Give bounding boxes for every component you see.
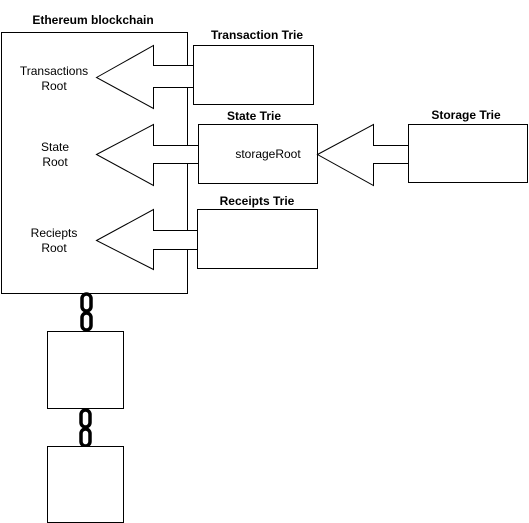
state-root-label-2: Root	[42, 155, 68, 169]
earlier-block	[47, 446, 124, 523]
transaction-trie-box	[193, 45, 314, 105]
receipts-trie-box	[197, 209, 318, 269]
transaction-trie-title: Transaction Trie	[211, 28, 303, 42]
receipts-root-label-2: Root	[41, 241, 67, 255]
transactions-root-label: Transactions	[20, 64, 88, 78]
storage-root-field: storageRoot	[235, 147, 301, 161]
state-trie-title: State Trie	[227, 109, 281, 123]
blockchain-title: Ethereum blockchain	[32, 13, 153, 27]
previous-block	[47, 331, 124, 409]
receipts-root-label: Reciepts	[31, 226, 78, 240]
transactions-root-label-2: Root	[41, 79, 67, 93]
arrow-left-icon	[316, 123, 409, 187]
chain-link-icon	[79, 408, 92, 448]
receipts-trie-title: Receipts Trie	[220, 194, 295, 208]
storage-trie-box	[408, 124, 528, 183]
chain-link-icon	[80, 292, 93, 332]
state-root-label: State	[41, 140, 69, 154]
storage-trie-title: Storage Trie	[431, 108, 501, 122]
state-trie-box	[198, 124, 318, 184]
